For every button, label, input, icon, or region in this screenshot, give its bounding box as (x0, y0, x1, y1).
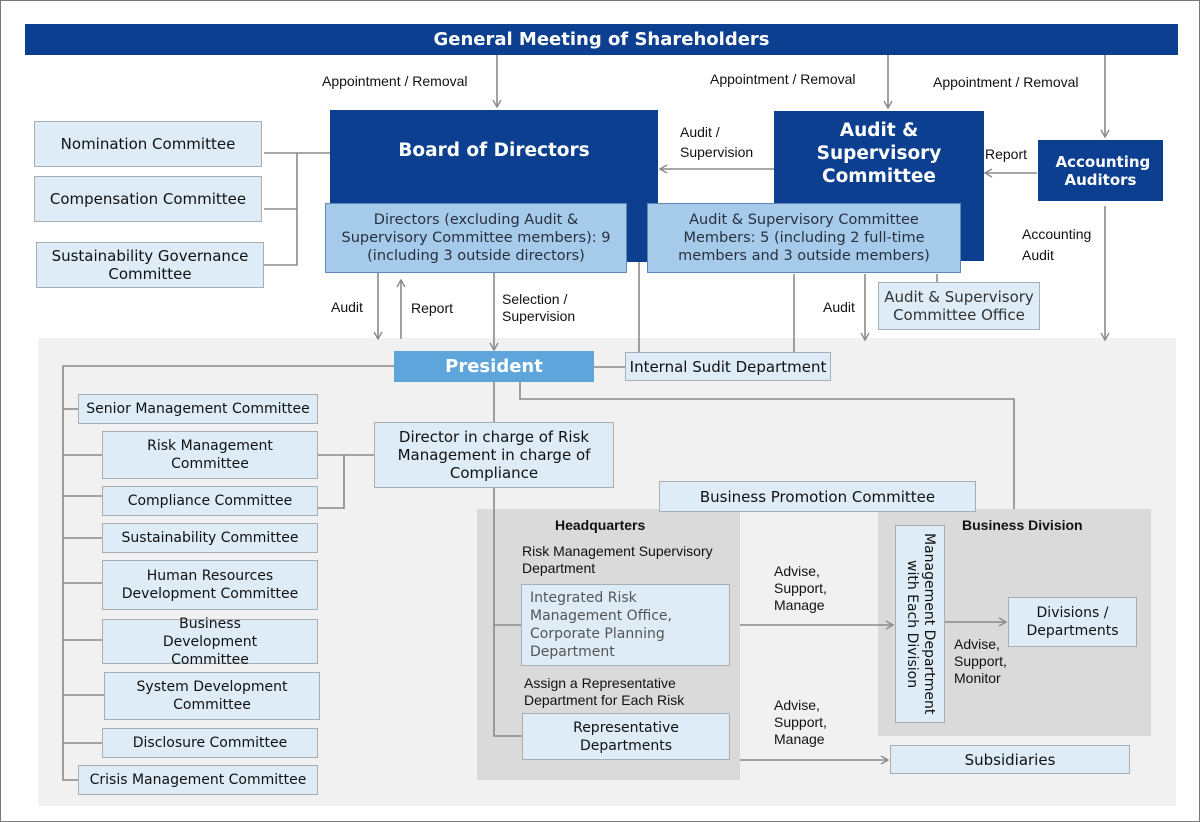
supervisory-dept-label: Risk Management Supervisory Department (522, 543, 713, 576)
representative-departments-label: Representative Departments (573, 719, 679, 754)
nomination-committee: Nomination Committee (34, 121, 262, 167)
internal-audit-department-label: Internal Sudit Department (629, 357, 827, 376)
compensation-committee: Compensation Committee (34, 176, 262, 222)
subsidiaries-box: Subsidiaries (890, 745, 1130, 774)
committee-label: Crisis Management Committee (89, 772, 307, 788)
business-division-title: Business Division (962, 517, 1083, 533)
subsidiaries-label: Subsidiaries (964, 750, 1056, 769)
integrated-risk-office: Integrated Risk Management Office, Corpo… (521, 584, 730, 666)
report-label-1: Report (985, 146, 1028, 162)
committee-risk-management: Risk Management Committee (102, 431, 318, 479)
audit-committee-office: Audit & Supervisory Committee Office (878, 282, 1040, 330)
risk-director-label: Director in charge of Risk Management in… (397, 428, 591, 482)
board-of-directors-label: Board of Directors (398, 140, 590, 161)
president-box: President (394, 351, 594, 382)
committee-label: Business Development Committee (162, 615, 258, 668)
audit-members-box: Audit & Supervisory Committee Members: 5… (647, 203, 961, 273)
appointment-label-1: Appointment / Removal (322, 73, 468, 89)
advise-label-3: Advise, Support, Monitor (954, 636, 1007, 686)
board-members-text: Directors (excluding Audit & Supervisory… (341, 212, 611, 264)
integrated-risk-office-label: Integrated Risk Management Office, Corpo… (530, 590, 672, 660)
advise-label-1: Advise, Support, Manage (774, 563, 827, 613)
nomination-committee-label: Nomination Committee (60, 135, 236, 153)
committee-label: System Development Committee (136, 679, 288, 713)
management-department-box: Management Department with Each Division (895, 525, 945, 723)
appointment-label-2: Appointment / Removal (710, 71, 856, 87)
internal-audit-department: Internal Sudit Department (625, 352, 831, 381)
committee-label: Compliance Committee (127, 493, 293, 509)
audit-committee-label: Audit & Supervisory Committee (816, 120, 942, 187)
advise-label-2: Advise, Support, Manage (774, 697, 827, 747)
business-promotion-committee: Business Promotion Committee (659, 481, 976, 512)
business-promotion-committee-label: Business Promotion Committee (699, 487, 936, 506)
shareholders-meeting-box: General Meeting of Shareholders (25, 24, 1178, 55)
committee-senior-management: Senior Management Committee (78, 394, 318, 424)
committee-system-development: System Development Committee (104, 672, 320, 720)
selection-supervision-label: Selection / Supervision (502, 291, 576, 324)
risk-director-box: Director in charge of Risk Management in… (374, 422, 614, 488)
compensation-committee-label: Compensation Committee (49, 190, 247, 208)
shareholders-meeting-label: General Meeting of Shareholders (433, 29, 770, 50)
headquarters-title: Headquarters (555, 517, 646, 533)
committee-business-development: Business Development Committee (102, 616, 318, 668)
representative-departments: Representative Departments (522, 713, 730, 760)
committee-label: Disclosure Committee (132, 735, 288, 751)
president-label: President (445, 356, 543, 377)
divisions-departments-box: Divisions / Departments (1008, 597, 1137, 647)
report-label-2: Report (411, 300, 454, 316)
accounting-auditors-label: Accounting Auditors (1055, 152, 1151, 189)
audit-label-2: Audit (823, 299, 855, 315)
committee-crisis-management: Crisis Management Committee (78, 765, 318, 795)
committee-label: Risk Management Committee (147, 438, 273, 472)
sustainability-governance-committee-label: Sustainability Governance Committee (51, 247, 249, 283)
accounting-audit-label: Accounting Audit (1022, 226, 1092, 263)
audit-members-text: Audit & Supervisory Committee Members: 5… (678, 212, 930, 264)
audit-supervision-label: Audit / Supervision (680, 124, 754, 160)
committee-label: Sustainability Committee (121, 530, 299, 546)
accounting-auditors-box: Accounting Auditors (1038, 140, 1163, 201)
divisions-departments-label: Divisions / Departments (1026, 605, 1119, 639)
audit-label-1: Audit (331, 299, 363, 315)
committee-disclosure: Disclosure Committee (102, 728, 318, 758)
committee-compliance: Compliance Committee (102, 486, 318, 516)
assign-note-label: Assign a Representative Department for E… (524, 675, 685, 708)
board-members-box: Directors (excluding Audit & Supervisory… (325, 203, 627, 273)
appointment-label-3: Appointment / Removal (933, 74, 1079, 90)
audit-committee-office-label: Audit & Supervisory Committee Office (884, 288, 1034, 324)
committee-human-resources: Human Resources Development Committee (102, 560, 318, 610)
sustainability-governance-committee: Sustainability Governance Committee (36, 242, 264, 288)
management-department-label: Management Department with Each Division (904, 533, 937, 715)
committee-sustainability: Sustainability Committee (102, 523, 318, 553)
committee-label: Senior Management Committee (86, 401, 310, 417)
committee-label: Human Resources Development Committee (121, 568, 299, 602)
